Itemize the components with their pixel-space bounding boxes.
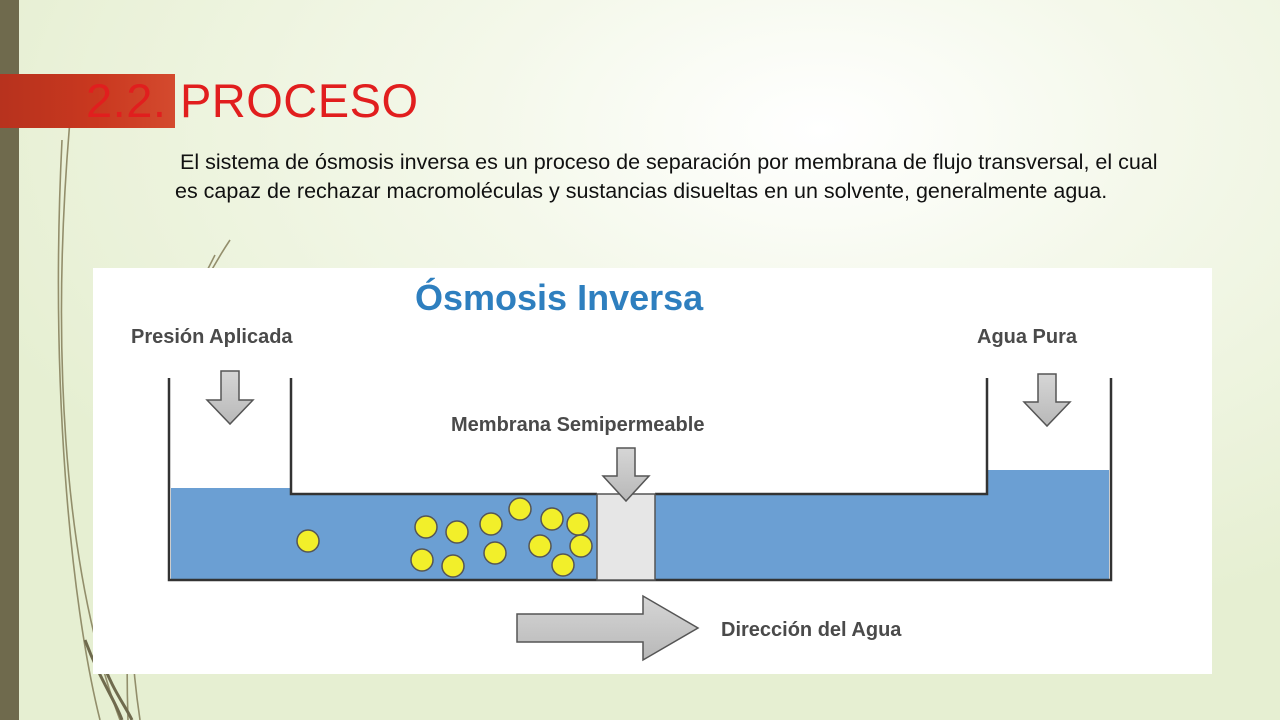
- label-applied-pressure: Presión Aplicada: [131, 326, 293, 348]
- semipermeable-membrane: [596, 493, 656, 581]
- label-pure-water: Agua Pura: [977, 326, 1078, 348]
- slide-body-text: El sistema de ósmosis inversa es un proc…: [175, 150, 1158, 203]
- solute-particle: [414, 515, 438, 539]
- solute-particle: [528, 534, 552, 558]
- water-right-basin: [655, 494, 987, 580]
- solute-particle: [540, 507, 564, 531]
- solute-particle: [551, 553, 575, 577]
- solute-particle: [508, 497, 532, 521]
- label-water-direction: Dirección del Agua: [721, 619, 902, 641]
- label-membrane: Membrana Semipermeable: [451, 414, 704, 436]
- solute-particle: [569, 534, 593, 558]
- water-direction-arrow-icon: [516, 594, 700, 662]
- diagram-title: Ósmosis Inversa: [415, 276, 704, 318]
- solute-particle: [483, 541, 507, 565]
- solute-particle: [410, 548, 434, 572]
- water-left-column: [171, 488, 291, 580]
- left-decorative-bar: [0, 0, 19, 720]
- solute-particle: [296, 529, 320, 553]
- reverse-osmosis-diagram: Ósmosis Inversa Presión Aplicada Agua Pu…: [93, 268, 1212, 674]
- pure-water-arrow-icon: [1022, 373, 1072, 428]
- solute-particle: [445, 520, 469, 544]
- water-right-column: [987, 470, 1109, 580]
- pressure-arrow-icon: [205, 370, 255, 426]
- slide-title: 2.2. PROCESO: [86, 74, 419, 127]
- membrane-arrow-icon: [601, 447, 651, 503]
- solute-particles: [296, 497, 593, 578]
- solute-particle: [441, 554, 465, 578]
- solute-particle: [479, 512, 503, 536]
- solute-particle: [566, 512, 590, 536]
- title-accent-band: [0, 74, 175, 128]
